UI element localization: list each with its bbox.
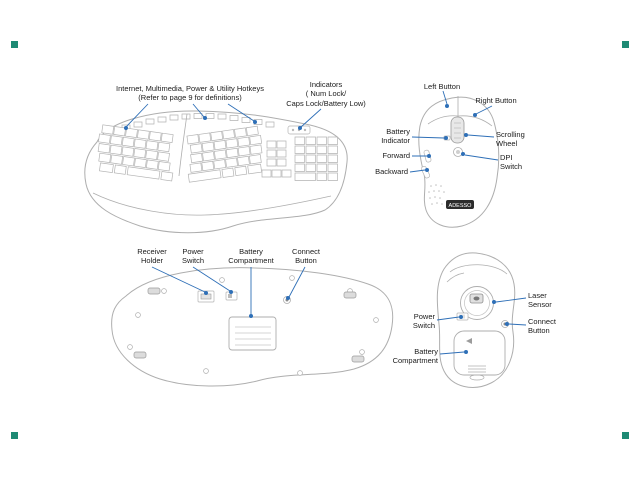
keyboard-bottom-illustration <box>111 267 394 387</box>
watermark-corner-bottom-right <box>622 432 629 439</box>
label-backward: Backward <box>375 167 408 176</box>
label-kb-connect-button: Connect Button <box>292 247 320 266</box>
nav-cluster <box>261 140 292 178</box>
label-mb-power-switch: Power Switch <box>412 312 435 331</box>
callouts-mouse-top <box>409 90 499 173</box>
label-kb-battery-compartment: Battery Compartment <box>228 247 274 266</box>
label-receiver-holder: Receiver Holder <box>137 247 167 266</box>
mouse-bottom-illustration <box>436 252 516 388</box>
label-scrolling-wheel: Scrolling Wheel <box>496 130 525 149</box>
callouts-keyboard-bottom <box>151 266 306 318</box>
rubber-feet <box>133 287 365 363</box>
label-hotkeys: Internet, Multimedia, Power & Utility Ho… <box>116 84 264 103</box>
watermark-corner-top-left <box>11 41 18 48</box>
label-mb-battery-compartment: Battery Compartment <box>392 347 438 366</box>
numpad <box>294 136 338 181</box>
label-indicators: Indicators ( Num Lock/ Caps Lock/Battery… <box>286 80 366 108</box>
laser-sensor-part <box>469 293 484 304</box>
left-key-bank <box>97 124 174 182</box>
adesso-logo-text: ADESSO <box>449 203 473 209</box>
label-laser-sensor: Laser Sensor <box>528 291 552 310</box>
watermark-corner-bottom-left <box>11 432 18 439</box>
label-kb-power-switch: Power Switch <box>181 247 205 266</box>
label-mb-connect-button: Connect Button <box>528 317 556 336</box>
callouts-mouse-bottom <box>436 297 527 355</box>
mouse-top-illustration: ADESSO <box>418 96 500 228</box>
label-dpi-switch: DPI Switch <box>500 153 523 172</box>
scroll-wheel <box>450 116 465 144</box>
watermark-corner-top-right <box>622 41 629 48</box>
label-battery-indicator: Battery Indicator <box>381 127 410 146</box>
battery-cover-part <box>453 330 506 381</box>
receiver-holder-part <box>197 290 215 303</box>
right-key-bank <box>186 125 263 183</box>
screws <box>127 275 379 376</box>
label-left-button: Left Button <box>423 82 461 91</box>
thumb-grip-dots <box>428 184 445 205</box>
callouts-keyboard-top <box>124 103 322 130</box>
label-right-button: Right Button <box>475 96 517 105</box>
keyboard-top-illustration <box>84 110 348 234</box>
label-forward: Forward <box>382 151 410 160</box>
battery-compartment-part <box>228 316 277 351</box>
adesso-logo: ADESSO <box>446 200 474 209</box>
dpi-switch-button <box>453 147 463 157</box>
